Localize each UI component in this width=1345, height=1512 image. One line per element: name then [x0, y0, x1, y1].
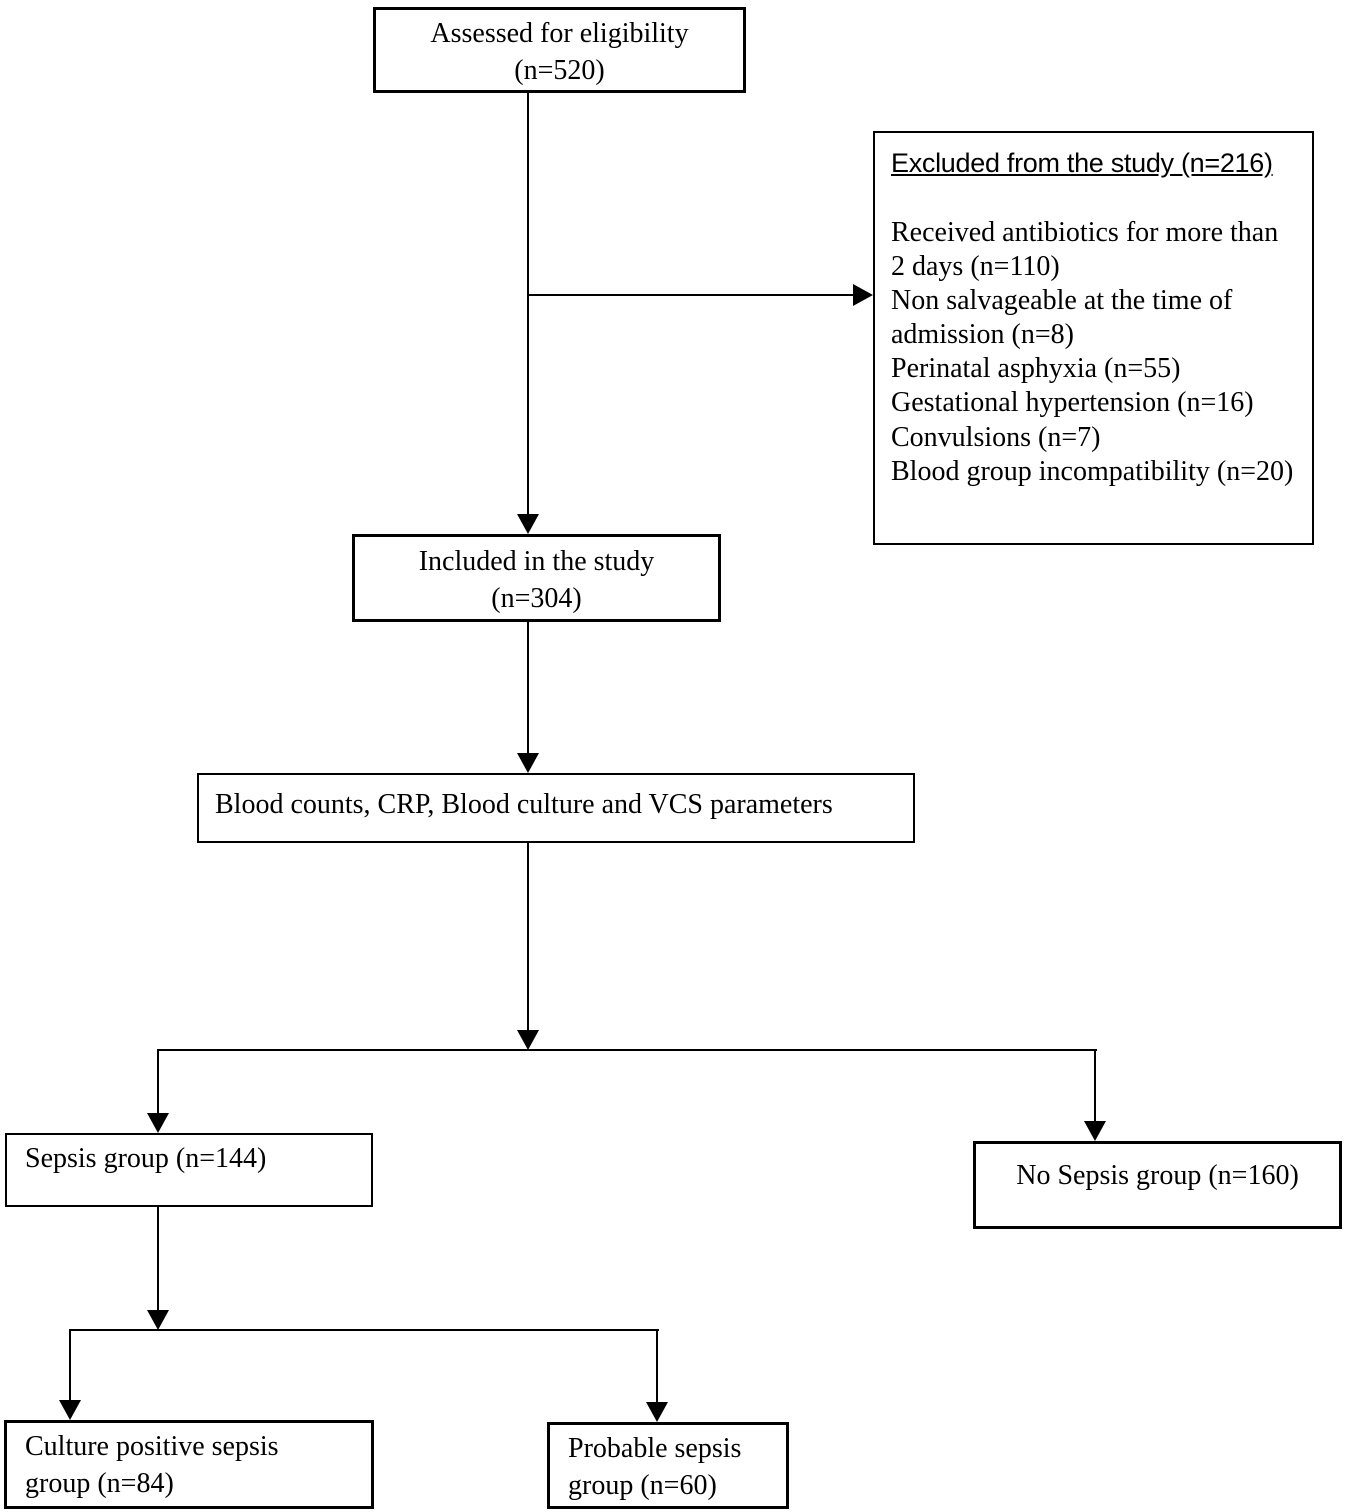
arrowhead-down-included	[517, 514, 539, 534]
arrowhead-down-tests	[517, 753, 539, 773]
excluded-reason-item: Gestational hypertension (n=16)	[891, 387, 1254, 419]
box-culture-positive-sepsis: Culture positive sepsis group (n=84)	[4, 1420, 374, 1509]
arrowhead-down-sepsis	[147, 1113, 169, 1133]
split-line-sepsis-subgroups	[69, 1329, 659, 1331]
arrowhead-down-probable	[646, 1402, 668, 1422]
box-no-sepsis-group: No Sepsis group (n=160)	[973, 1141, 1342, 1229]
assessed-label-line1: Assessed for eligibility	[430, 18, 689, 49]
probable-sepsis-line2: group (n=60)	[568, 1469, 717, 1501]
connector-to-excluded	[528, 294, 855, 296]
included-label-line1: Included in the study	[418, 546, 655, 577]
connector-split2-to-probable	[656, 1329, 658, 1404]
excluded-reason-item: Convulsions (n=7)	[891, 421, 1101, 453]
connector-included-to-tests	[527, 622, 529, 755]
connector-split2-to-culture-positive	[69, 1329, 71, 1402]
arrowhead-down-split1	[517, 1030, 539, 1050]
connector-split-to-no-sepsis	[1094, 1049, 1096, 1123]
connector-split-to-sepsis	[157, 1049, 159, 1115]
split-line-sepsis-groups	[157, 1049, 1097, 1051]
assessed-count: (n=520)	[514, 54, 605, 86]
probable-sepsis-line1: Probable sepsis	[568, 1433, 742, 1464]
connector-assessed-to-included	[527, 93, 529, 517]
excluded-reason-item: Blood group incompatibility (n=20)	[891, 455, 1294, 487]
box-tests-performed: Blood counts, CRP, Blood culture and VCS…	[197, 773, 915, 843]
excluded-reason-item: Non salvageable at the time of admission…	[891, 284, 1233, 351]
connector-sepsis-to-split2	[157, 1207, 159, 1312]
culture-positive-line2: group (n=84)	[25, 1467, 174, 1499]
box-excluded-from-study: Excluded from the study (n=216) Received…	[873, 131, 1314, 545]
tests-label: Blood counts, CRP, Blood culture and VCS…	[215, 789, 833, 820]
culture-positive-line1: Culture positive sepsis	[25, 1431, 279, 1462]
arrowhead-down-no-sepsis	[1084, 1121, 1106, 1141]
arrowhead-down-culture-positive	[59, 1400, 81, 1420]
excluded-reason-item: Perinatal asphyxia (n=55)	[891, 353, 1181, 385]
excluded-reasons-list: Received antibiotics for more than 2 day…	[891, 216, 1298, 489]
no-sepsis-group-label: No Sepsis group (n=160)	[1016, 1160, 1299, 1191]
box-included-in-study: Included in the study (n=304)	[352, 534, 721, 622]
connector-tests-to-split	[527, 843, 529, 1032]
box-assessed-for-eligibility: Assessed for eligibility (n=520)	[373, 7, 746, 93]
box-sepsis-group: Sepsis group (n=144)	[5, 1133, 373, 1207]
arrowhead-down-split2	[147, 1310, 169, 1330]
box-probable-sepsis: Probable sepsis group (n=60)	[547, 1422, 789, 1509]
arrowhead-right-excluded	[853, 284, 873, 306]
excluded-reason-item: Received antibiotics for more than 2 day…	[891, 216, 1279, 282]
excluded-title: Excluded from the study (n=216)	[891, 148, 1273, 178]
sepsis-group-label: Sepsis group (n=144)	[25, 1143, 267, 1174]
included-count: (n=304)	[491, 582, 582, 614]
